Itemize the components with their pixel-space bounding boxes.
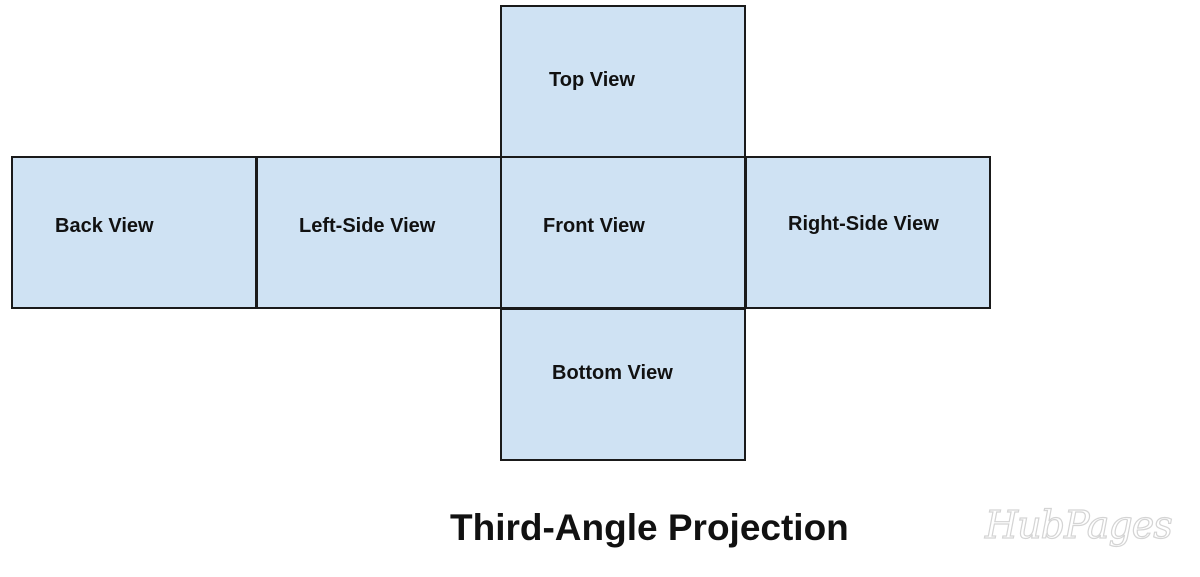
right-side-view-label: Right-Side View	[788, 213, 939, 235]
bottom-view-box: Bottom View	[500, 308, 746, 461]
front-view-label: Front View	[543, 215, 645, 237]
top-view-label: Top View	[549, 69, 635, 91]
bottom-view-label: Bottom View	[552, 362, 673, 384]
left-side-view-label: Left-Side View	[299, 215, 436, 237]
back-view-label: Back View	[55, 215, 154, 237]
left-side-view-box: Left-Side View	[256, 156, 502, 309]
diagram-title: Third-Angle Projection	[450, 507, 849, 548]
hubpages-watermark: HubPages	[984, 502, 1173, 547]
top-view-box: Top View	[500, 5, 746, 158]
front-view-box: Front View	[500, 156, 746, 309]
back-view-box: Back View	[11, 156, 257, 309]
right-side-view-box: Right-Side View	[745, 156, 991, 309]
